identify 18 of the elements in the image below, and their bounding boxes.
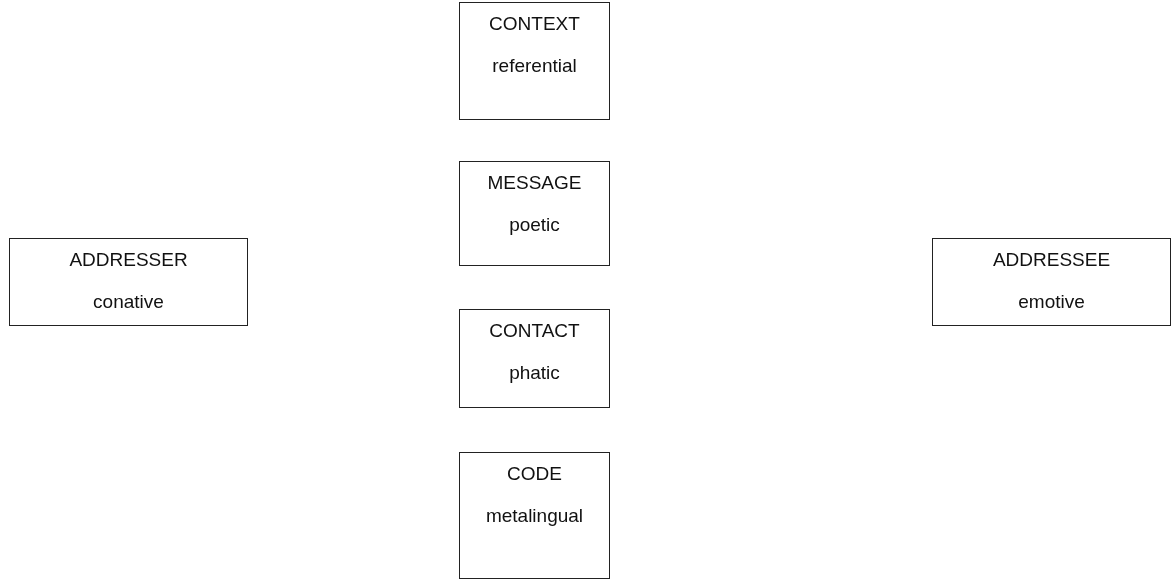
concept-box bbox=[459, 161, 610, 266]
box-heading: MESSAGE bbox=[487, 172, 582, 194]
function-label: phatic bbox=[509, 362, 560, 384]
concept-box bbox=[459, 309, 610, 408]
concept-box bbox=[459, 452, 610, 579]
box-heading: ADDRESSER bbox=[69, 249, 188, 271]
box-heading: CONTEXT bbox=[489, 13, 580, 35]
function-label: referential bbox=[492, 55, 577, 77]
function-label: emotive bbox=[1018, 291, 1085, 313]
function-label: metalingual bbox=[485, 505, 584, 527]
concept-box bbox=[459, 2, 610, 120]
box-heading: CODE bbox=[507, 463, 562, 485]
box-heading: CONTACT bbox=[489, 320, 580, 342]
function-label: conative bbox=[93, 291, 164, 313]
box-heading: ADDRESSEE bbox=[992, 249, 1111, 271]
function-label: poetic bbox=[509, 214, 560, 236]
concept-box bbox=[9, 238, 248, 326]
concept-box bbox=[932, 238, 1171, 326]
